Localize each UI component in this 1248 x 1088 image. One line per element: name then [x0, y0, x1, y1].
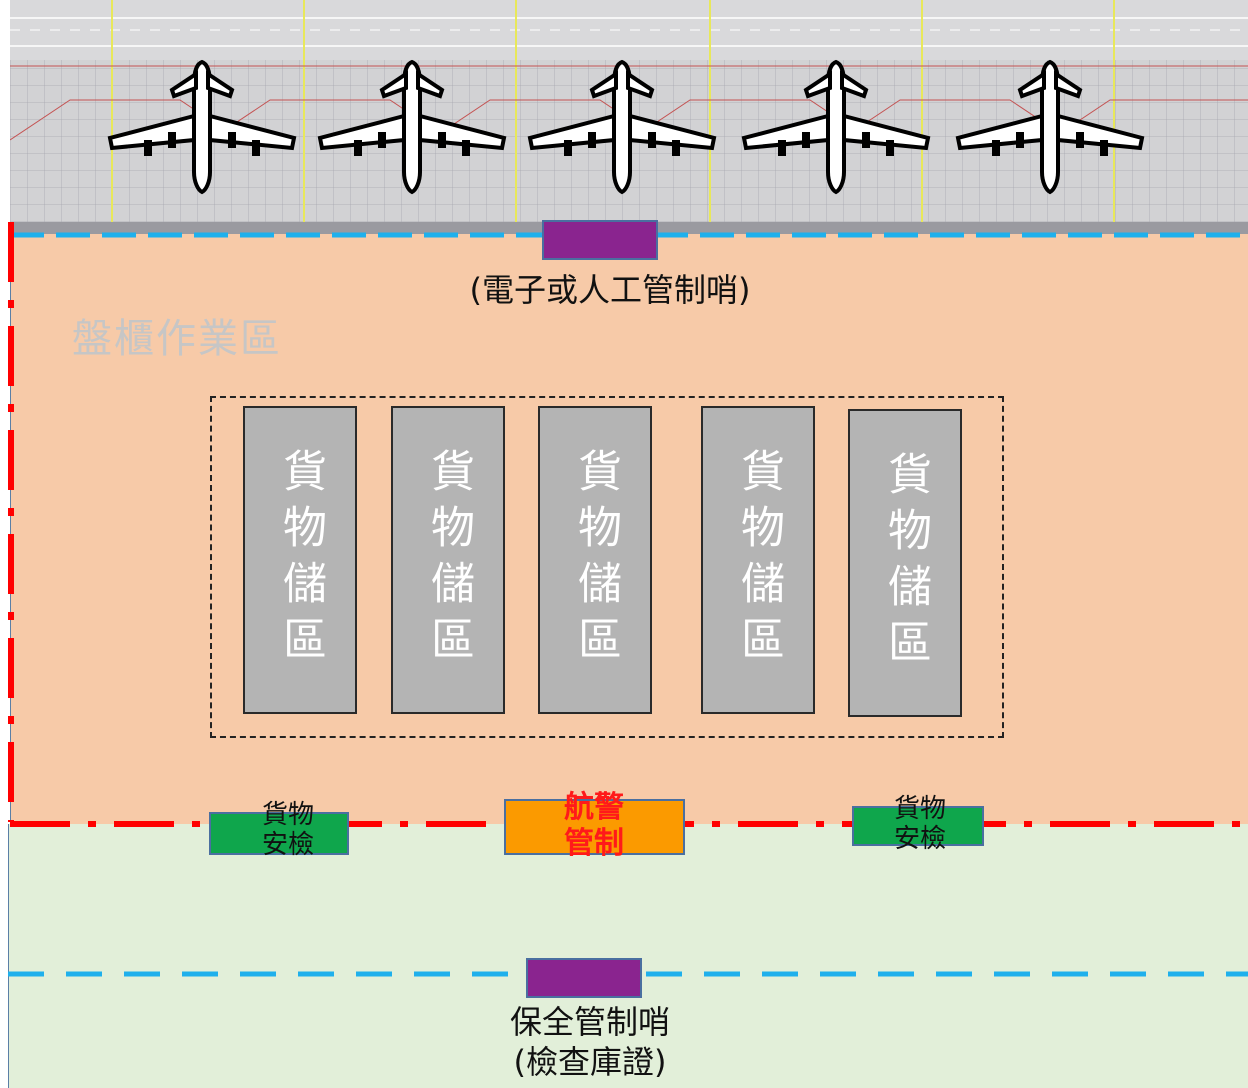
aviation-police-marker	[504, 799, 685, 855]
apron-area	[10, 0, 1248, 234]
storage-area: 貨物儲區	[391, 406, 505, 714]
apron-checkpoint-label: (電子或人工管制哨)	[469, 271, 751, 309]
cargo-screening-left-line2: 安檢	[261, 830, 314, 860]
aviation-police-label: 航警 管制	[530, 790, 658, 862]
security-checkpoint-line2: (檢查庫證)	[513, 1043, 667, 1081]
cargo-screening-left-line1: 貨物	[261, 800, 314, 830]
cargo-screening-right-marker	[852, 806, 984, 846]
security-checkpoint-marker	[526, 958, 642, 998]
cargo-screening-left-label: 貨物 安檢	[238, 800, 338, 860]
storage-area: 貨物儲區	[701, 406, 815, 714]
storage-area-label: 貨物儲區	[275, 448, 326, 672]
cargo-screening-right-line2: 安檢	[893, 824, 946, 854]
storage-area: 貨物儲區	[243, 406, 357, 714]
security-checkpoint-line1: 保全管制哨	[509, 1003, 670, 1041]
storage-area-label: 貨物儲區	[423, 448, 474, 672]
aviation-police-line1: 航警	[564, 790, 624, 825]
storage-area: 貨物儲區	[848, 409, 962, 717]
cargo-screening-left-marker	[209, 812, 349, 855]
security-checkpoint-label: 保全管制哨 (檢查庫證)	[460, 1002, 720, 1082]
aviation-police-line2: 管制	[564, 826, 624, 861]
storage-area-frame	[210, 396, 1004, 738]
cargo-screening-right-line1: 貨物	[893, 794, 946, 824]
landside-zone	[8, 824, 1248, 1088]
storage-area-label: 貨物儲區	[570, 448, 621, 672]
storage-area: 貨物儲區	[538, 406, 652, 714]
apron-checkpoint-marker	[542, 220, 658, 260]
cargo-screening-right-label: 貨物 安檢	[870, 794, 970, 854]
storage-area-label: 貨物儲區	[880, 451, 931, 675]
storage-area-label: 貨物儲區	[733, 448, 784, 672]
operations-zone-label: 盤櫃作業區	[72, 316, 282, 362]
